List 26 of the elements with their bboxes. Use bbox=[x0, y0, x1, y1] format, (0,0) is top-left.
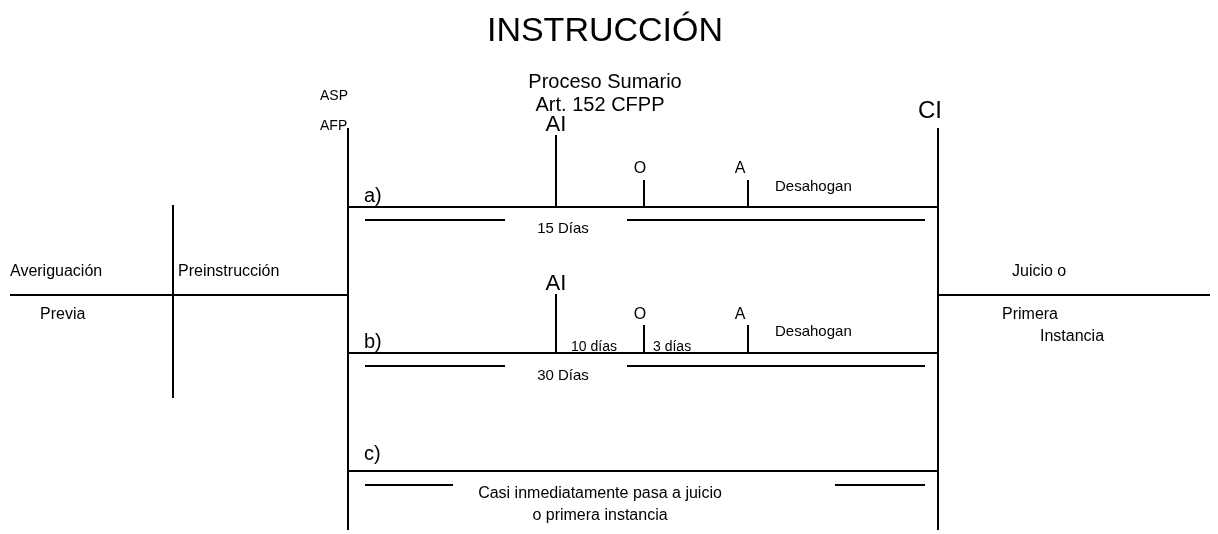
annotation-text: 10 días bbox=[571, 339, 617, 353]
timeline-label: O bbox=[631, 160, 649, 176]
annotation-text: ASP bbox=[320, 88, 348, 102]
timeline-label: Instancia bbox=[1040, 328, 1105, 344]
timeline-label: a) bbox=[364, 185, 382, 205]
annotation-text: Desahogan bbox=[775, 323, 852, 338]
annotation-text: Desahogan bbox=[775, 178, 852, 193]
timeline-label: Previa bbox=[40, 306, 86, 322]
timeline-label: Art. 152 CFPP bbox=[533, 94, 667, 114]
timeline-label: O bbox=[631, 306, 649, 322]
timeline-label: Juicio o bbox=[1012, 263, 1067, 279]
timeline-label: Primera bbox=[1002, 306, 1058, 322]
timeline-label: A bbox=[732, 160, 748, 176]
timeline-label: Averiguación bbox=[10, 263, 103, 279]
timeline-label: A bbox=[732, 306, 748, 322]
timeline-label: c) bbox=[364, 443, 381, 463]
timeline-label: b) bbox=[364, 331, 382, 351]
annotation-text: AFP bbox=[320, 118, 348, 132]
timeline-label: o primera instancia bbox=[530, 507, 670, 523]
title: INSTRUCCIÓN bbox=[486, 12, 724, 46]
timeline-label: Preinstrucción bbox=[178, 263, 280, 279]
timeline-label: Proceso Sumario bbox=[526, 71, 684, 91]
annotation-text: 15 Días bbox=[535, 220, 591, 235]
annotation-text: 30 Días bbox=[535, 367, 591, 382]
annotation-text: 3 días bbox=[653, 339, 692, 353]
timeline-label: Casi inmediatamente pasa a juicio bbox=[476, 485, 724, 501]
